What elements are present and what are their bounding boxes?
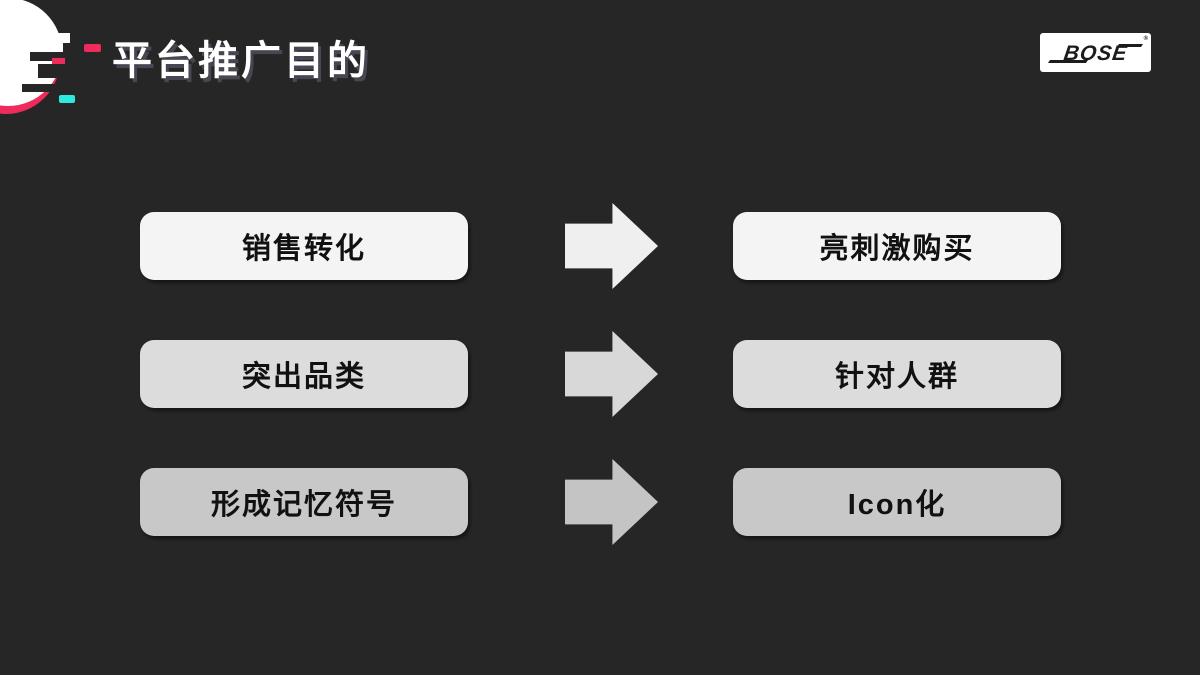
tiktok-glitch-logo [0,0,120,130]
flow-box-label: 突出品类 [241,361,366,393]
flow-box-memory-symbol: 形成记忆符号 [140,468,468,536]
bose-logo: BOSE ® [1040,33,1151,72]
flow-row-2: 突出品类 针对人群 [0,331,1200,417]
flow-diagram: 销售转化 亮刺激购买 突出品类 针对人群 形成记忆符号 Icon化 [0,203,1200,596]
flow-box-highlight-category: 突出品类 [140,340,468,408]
right-arrow-icon [565,459,658,545]
registered-trademark-icon: ® [1143,36,1148,42]
flow-box-label: 针对人群 [834,361,959,393]
right-arrow-icon [565,331,658,417]
bose-swash-right [1116,44,1144,47]
glitch-cut [38,64,78,78]
flow-box-sales-conversion: 销售转化 [140,212,468,280]
flow-box-iconize: Icon化 [733,468,1061,536]
flow-row-1: 销售转化 亮刺激购买 [0,203,1200,289]
glitch-cut [22,84,70,92]
flow-box-label: 形成记忆符号 [210,489,397,521]
flow-box-target-audience: 针对人群 [733,340,1061,408]
glitch-slice [36,43,63,52]
flow-box-stimulate-purchase: 亮刺激购买 [733,212,1061,280]
glitch-cut [30,52,74,61]
page-title: 平台推广目的 [112,39,370,83]
right-arrow-icon [565,203,658,289]
flow-box-label: Icon化 [847,489,947,521]
glitch-cyan-dash [59,95,75,103]
glitch-pink-fragment [52,58,65,64]
flow-box-label: 亮刺激购买 [819,233,975,265]
glitch-pink-dash [84,44,101,52]
flow-box-label: 销售转化 [241,233,366,265]
bose-swash-left [1047,60,1089,63]
glitch-slice [40,33,70,43]
flow-row-3: 形成记忆符号 Icon化 [0,459,1200,545]
